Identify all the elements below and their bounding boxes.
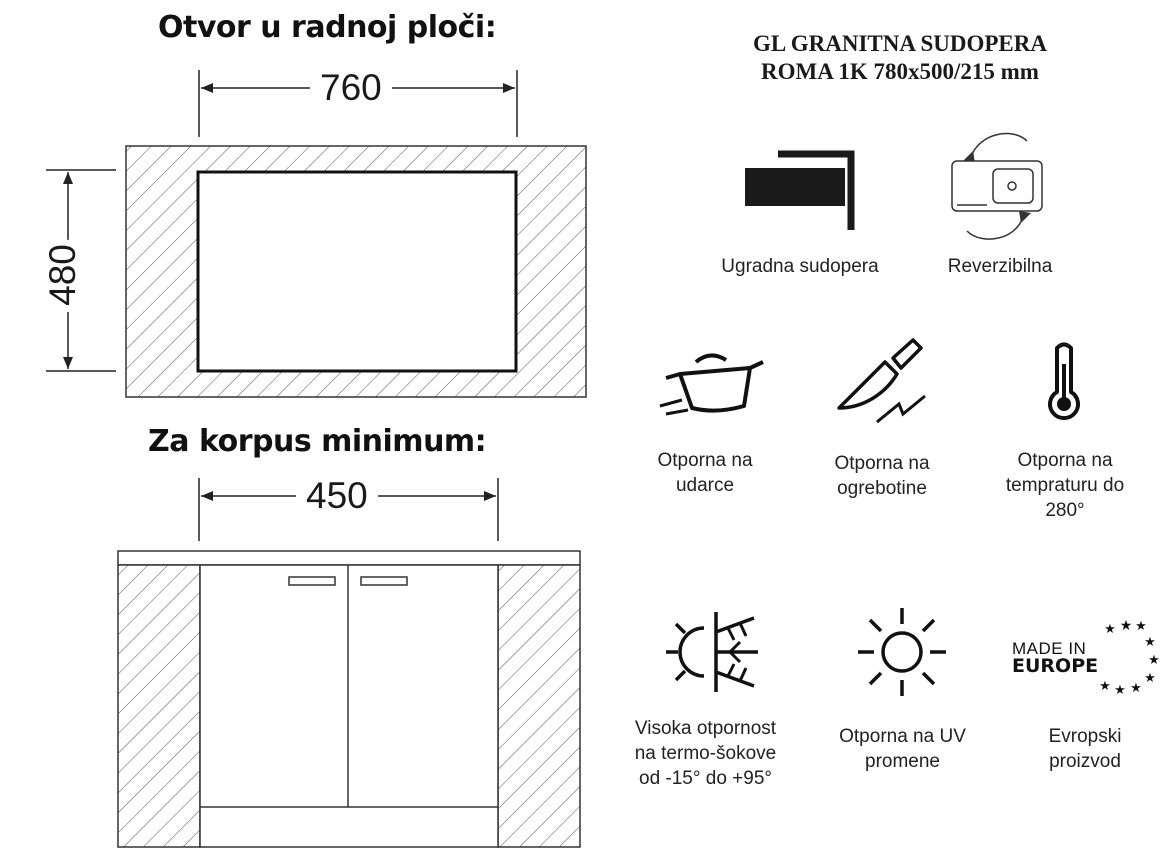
built-in-label: Ugradna sudopera (721, 256, 879, 277)
pot-impact-icon (659, 353, 764, 416)
made-in-europe-icon: ★ ★ ★ ★ ★ ★ ★ ★ ★ MADE IN EUROPE (1010, 616, 1160, 700)
made-in-badge-text: MADE IN (1012, 639, 1087, 658)
thermal-shock-label: Visoka otpornost na termo-šokove od -15°… (634, 718, 777, 789)
svg-text:★: ★ (1148, 653, 1160, 668)
cabinet-width-label: 450 (296, 476, 378, 516)
svg-text:★: ★ (1130, 681, 1142, 696)
svg-text:★: ★ (1135, 619, 1147, 634)
knife-scratch-icon (837, 338, 926, 424)
product-title: GL GRANITNA SUDOPERA ROMA 1K 780x500/215… (640, 30, 1160, 86)
svg-text:★: ★ (1114, 683, 1126, 698)
europe-badge-text: EUROPE (1012, 655, 1099, 677)
made-in-europe-label: Evropski proizvod (1048, 726, 1122, 772)
sun-icon (858, 608, 946, 696)
product-title-line2: ROMA 1K 780x500/215 mm (761, 59, 1039, 84)
sun-snowflake-icon (666, 612, 758, 692)
built-in-sink-icon (745, 150, 855, 230)
scratch-label: Otporna na ogrebotine (834, 453, 930, 499)
thermometer-icon (1048, 342, 1080, 421)
cutout-width-label: 760 (310, 68, 392, 108)
cutout-heading: Otvor u radnoj ploči: (158, 10, 497, 45)
impact-label: Otporna na udarce (657, 450, 753, 496)
svg-text:★: ★ (1104, 622, 1116, 637)
svg-text:★: ★ (1099, 679, 1111, 694)
temperature-label: Otporna na tempraturu do 280° (1005, 450, 1125, 521)
reversible-label: Reverzibilna (947, 256, 1053, 277)
reversible-sink-icon (951, 132, 1043, 240)
product-title-line1: GL GRANITNA SUDOPERA (753, 31, 1047, 56)
uv-label: Otporna na UV promene (839, 726, 966, 772)
svg-text:★: ★ (1144, 635, 1156, 650)
svg-text:★: ★ (1144, 671, 1156, 686)
cabinet-heading: Za korpus minimum: (148, 424, 487, 459)
svg-text:★: ★ (1120, 618, 1133, 634)
